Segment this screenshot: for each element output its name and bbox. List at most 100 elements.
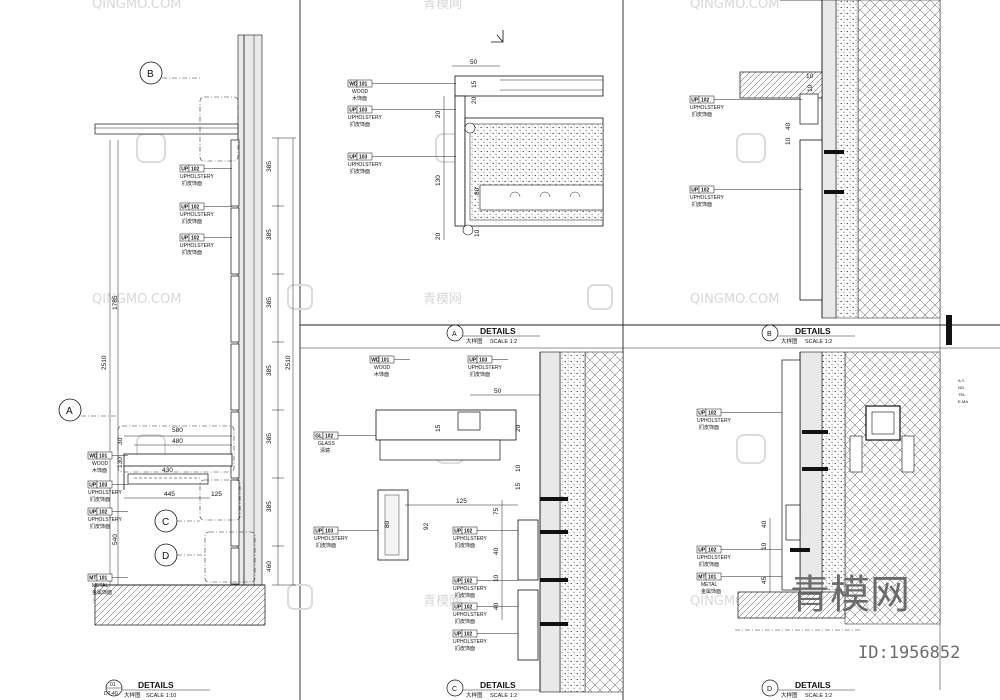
detail-title-A: A DETAILS 大样图 SCALE 1:2 [446,324,540,345]
svg-text:101: 101 [359,82,368,88]
detail-subtitle: 大样图 [781,691,798,699]
dim-label: 480 [172,438,183,445]
ceiling-line [94,123,239,135]
dim-label: 2510 [285,355,292,370]
dim-label: 130 [435,175,442,186]
svg-text:102: 102 [708,411,717,417]
svg-text:MT: MT [89,576,96,582]
detail-ref-letter: C [452,686,457,693]
dim-label: 15 [471,80,478,88]
svg-text:扪皮饰面: 扪皮饰面 [182,218,202,225]
svg-text:UP: UP [89,483,97,489]
detail-ref-letter: D [767,686,772,693]
wall-section [237,34,263,626]
detail-scale: SCALE 1:2 [490,339,517,345]
dim-label: 385 [266,229,273,240]
callout-letter: D [162,551,169,562]
dim-label: 2510 [101,355,108,370]
svg-text:102: 102 [191,205,200,211]
svg-text:扪皮饰面: 扪皮饰面 [90,496,110,503]
watermark-text: QINGMO.COM [690,292,779,307]
dim-label: 385 [266,501,273,512]
svg-text:102: 102 [191,236,200,242]
side-note: E-MA [958,399,968,404]
dim-label: 10 [515,464,522,472]
panel-detail-C: 50 15 20 10 15 125 92 80 75 40 10 40 WD … [313,351,624,699]
svg-text:UP: UP [181,236,189,242]
dim-label: 50 [494,388,502,395]
dimension-chain-right: 385 385 385 385 385 385 460 2510 [266,137,296,586]
dim-label: 75 [493,507,500,515]
svg-text:103: 103 [99,483,108,489]
detail-title: DETAILS [480,326,516,336]
detail-ref-letter: B [767,331,772,338]
svg-text:扪皮饰面: 扪皮饰面 [90,523,110,530]
detail-title: DETAILS [795,326,831,336]
watermark-brand-text: 青模网 [790,572,910,618]
svg-text:木饰面: 木饰面 [374,371,389,378]
detail-subtitle: 大样图 [781,337,798,345]
svg-text:UP: UP [315,529,323,535]
detail-title-D: D DETAILS 大样图 SCALE 1:2 [761,679,855,699]
side-note: TEL. [958,392,966,397]
watermark-logo-icon [287,584,313,610]
svg-text:UP: UP [691,98,699,104]
panel-detail-D: 40 10 45 UP 102 UPHOLSTERY 扪皮饰面 UP 102 U… [696,351,941,699]
svg-text:扪皮饰面: 扪皮饰面 [350,168,370,175]
svg-text:103: 103 [359,155,368,161]
material-tag: UP 102 UPHOLSTERY 扪皮饰面 [696,408,782,431]
detail-scale: SCALE 1:2 [805,693,832,699]
watermark-logo-icon [587,284,613,310]
svg-text:扪皮饰面: 扪皮饰面 [350,121,370,128]
material-tag: UP 102 UPHOLSTERY 扪皮饰面 [87,507,128,530]
dim-label: 20 [515,424,522,432]
material-tag: UP 102 UPHOLSTERY 扪皮饰面 [689,95,802,118]
material-tag: UP 102 UPHOLSTERY 扪皮饰面 [452,602,518,625]
svg-text:金属饰面: 金属饰面 [92,589,112,596]
material-tag: UP 102 UPHOLSTERY 扪皮饰面 [452,526,518,549]
detail-scale: SCALE 1:2 [805,339,832,345]
svg-text:METAL: METAL [92,583,109,589]
callout-letter: C [162,517,169,528]
svg-text:扪皮饰面: 扪皮饰面 [455,592,475,599]
dim-label: 540 [112,534,119,545]
material-tag: UP 102 UPHOLSTERY 扪皮饰面 [179,202,232,225]
detail-ref-sheet: DT-40 [104,691,118,697]
callout-letter: B [147,69,154,80]
callout-C: C [154,479,241,533]
panel-detail-A: 50 15 20 20 130 80 20 10 WD 101 WOOD 木饰面… [347,30,604,345]
svg-text:扪皮饰面: 扪皮饰面 [692,201,712,208]
svg-text:扪皮饰面: 扪皮饰面 [455,618,475,625]
material-tag: UP 102 UPHOLSTERY 扪皮饰面 [179,233,232,256]
svg-text:扪皮饰面: 扪皮饰面 [699,561,719,568]
callout-letter: A [66,406,73,417]
svg-text:UP: UP [181,205,189,211]
svg-text:UPHOLSTERY: UPHOLSTERY [697,555,731,561]
svg-text:102: 102 [464,529,473,535]
svg-text:UPHOLSTERY: UPHOLSTERY [453,586,487,592]
svg-text:102: 102 [708,548,717,554]
watermark-logo-icon [736,133,766,163]
svg-text:UPHOLSTERY: UPHOLSTERY [348,115,382,121]
svg-text:102: 102 [191,167,200,173]
svg-text:扪皮饰面: 扪皮饰面 [455,645,475,652]
svg-text:扪皮饰面: 扪皮饰面 [455,542,475,549]
dim-label: 10 [807,84,814,92]
svg-text:102: 102 [464,605,473,611]
material-tag: UP 103 UPHOLSTERY 扪皮饰面 [347,152,456,175]
svg-text:102: 102 [99,510,108,516]
material-tag: UP 102 UPHOLSTERY 扪皮饰面 [689,185,802,208]
svg-text:UP: UP [454,529,462,535]
side-note: NO. [958,385,965,390]
upholstery-panels [230,139,240,585]
svg-text:UPHOLSTERY: UPHOLSTERY [180,243,214,249]
dim-label: 10 [785,137,792,145]
svg-text:METAL: METAL [701,582,718,588]
detail-title: DETAILS [138,680,174,690]
svg-text:木饰面: 木饰面 [92,467,107,474]
dim-label: 40 [785,122,792,130]
svg-text:木饰面: 木饰面 [352,95,367,102]
svg-text:WD: WD [371,358,380,364]
callout-A: A [58,398,235,473]
